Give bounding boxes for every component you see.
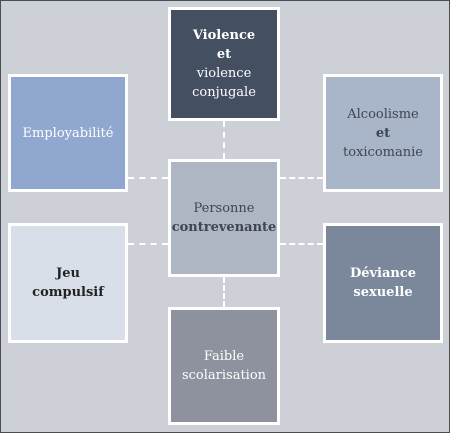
- node-text-line: Employabilité: [22, 125, 114, 141]
- node-text-line: violence: [196, 66, 252, 81]
- connector-left-center: [128, 177, 168, 179]
- node-violence-conjugale: Violence et violence conjugale: [168, 7, 280, 121]
- node-text-line: contrevenante: [171, 220, 277, 235]
- node-text-line: Faible: [203, 349, 245, 364]
- connector-center-bottomright: [280, 243, 323, 245]
- node-text-line: toxicomanie: [343, 144, 423, 160]
- node-text-line: Jeu: [56, 266, 80, 281]
- node-text-line: Déviance: [349, 266, 417, 281]
- node-text-line: conjugale: [192, 85, 256, 100]
- node-deviance-sexuelle: Déviance sexuelle: [323, 223, 443, 343]
- node-text-line: sexuelle: [353, 285, 413, 300]
- connector-center-right: [280, 177, 323, 179]
- node-text-line: Personne: [193, 201, 255, 216]
- node-text-line: Violence: [192, 28, 256, 43]
- connector-bottomleft-center: [128, 243, 168, 245]
- node-jeu-compulsif: Jeu compulsif: [8, 223, 128, 343]
- node-faible-scolarisation: Faible scolarisation: [168, 307, 280, 425]
- connector-center-bottom: [223, 277, 225, 307]
- node-text-line: scolarisation: [181, 368, 267, 383]
- node-text-line: Alcoolisme: [347, 106, 419, 122]
- node-text-line: et: [216, 47, 232, 62]
- node-alcoolisme-toxicomanie: Alcoolisme et toxicomanie: [323, 74, 443, 192]
- node-employabilite: Employabilité: [8, 74, 128, 192]
- node-text-line: compulsif: [32, 285, 104, 300]
- connector-top-center: [223, 121, 225, 159]
- node-text-line: et: [375, 125, 391, 141]
- node-personne-contrevenante: Personne contrevenante: [168, 159, 280, 277]
